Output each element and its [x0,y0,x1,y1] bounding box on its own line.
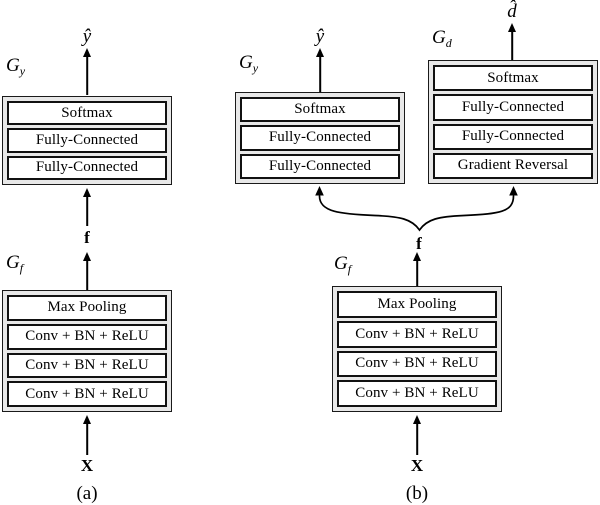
panel-b-extractor-label: Gf [334,253,352,276]
layer-max-pooling[interactable]: Max Pooling [7,295,167,321]
panel-a-classifier-label: Gy [6,55,26,78]
layer-conv-bn-relu[interactable]: Conv + BN + ReLU [337,350,497,378]
layer-conv-bn-relu[interactable]: Conv + BN + ReLU [7,381,167,407]
layer-fully-connected[interactable]: Fully-Connected [240,125,400,151]
panel-a-caption: (a) [76,483,98,504]
panel-b-arrow-extractor-to-feature [409,252,425,287]
layer-fully-connected[interactable]: Fully-Connected [7,128,167,153]
layer-conv-bn-relu[interactable]: Conv + BN + ReLU [337,320,497,348]
layer-conv-bn-relu[interactable]: Conv + BN + ReLU [7,323,167,350]
panel-b-input-label: X [410,456,424,475]
panel-b-feature-label: f [416,234,422,253]
panel-b-arrow-input-to-extractor [409,415,425,455]
panel-b-classifier-label: Gy [239,52,259,75]
layer-softmax[interactable]: Softmax [240,97,400,123]
panel-a-arrow-input-to-extractor [79,415,95,455]
panel-a-input-label: X [80,456,94,475]
layer-softmax[interactable]: Softmax [433,65,593,92]
panel-a-extractor-label: Gf [6,252,24,275]
layer-fully-connected[interactable]: Fully-Connected [7,155,167,180]
panel-b-discriminator-name: G [432,27,446,48]
panel-a-classifier-name: G [6,55,20,76]
panel-a-feature-label: f [84,228,90,247]
panel-b-classifier-subscript: y [252,61,259,75]
panel-a-arrow-extractor-to-feature [79,252,95,290]
layer-fully-connected[interactable]: Fully-Connected [240,153,400,179]
layer-max-pooling[interactable]: Max Pooling [337,291,497,318]
panel-b-discriminator-subscript: d [445,36,452,50]
panel-b-domain-output-label: d̂ [507,1,517,22]
panel-b-class-output-label: ŷ [315,26,325,47]
panel-a-arrow-feature-to-classifier [79,188,95,226]
panel-b-classifier-module: Softmax Fully-Connected Fully-Connected [235,92,405,184]
panel-a-extractor-name: G [6,252,20,273]
layer-conv-bn-relu[interactable]: Conv + BN + ReLU [7,352,167,379]
panel-a-extractor-subscript: f [19,261,24,275]
layer-fully-connected[interactable]: Fully-Connected [433,94,593,121]
panel-b-classifier-name: G [239,52,253,73]
panel-b-extractor-name: G [334,253,348,274]
panel-b-arrow-discriminator-to-output [504,23,520,60]
layer-softmax[interactable]: Softmax [7,101,167,126]
layer-fully-connected[interactable]: Fully-Connected [433,123,593,150]
panel-b-feature-split-brace [300,184,540,234]
layer-conv-bn-relu[interactable]: Conv + BN + ReLU [337,380,497,407]
panel-b-discriminator-label: Gd [432,27,452,50]
layer-gradient-reversal[interactable]: Gradient Reversal [433,152,593,179]
panel-b-extractor-module: Max Pooling Conv + BN + ReLU Conv + BN +… [332,286,502,412]
panel-b-extractor-subscript: f [347,262,352,276]
panel-b-caption: (b) [405,483,429,504]
panel-b-arrow-classifier-to-output [312,48,328,92]
panel-a-classifier-module: Softmax Fully-Connected Fully-Connected [2,96,172,185]
panel-a-extractor-module: Max Pooling Conv + BN + ReLU Conv + BN +… [2,290,172,412]
panel-a-arrow-classifier-to-output [79,48,95,95]
panel-a-output-label: ŷ [82,26,92,47]
panel-a-classifier-subscript: y [19,64,26,78]
panel-b-discriminator-module: Softmax Fully-Connected Fully-Connected … [428,60,598,184]
